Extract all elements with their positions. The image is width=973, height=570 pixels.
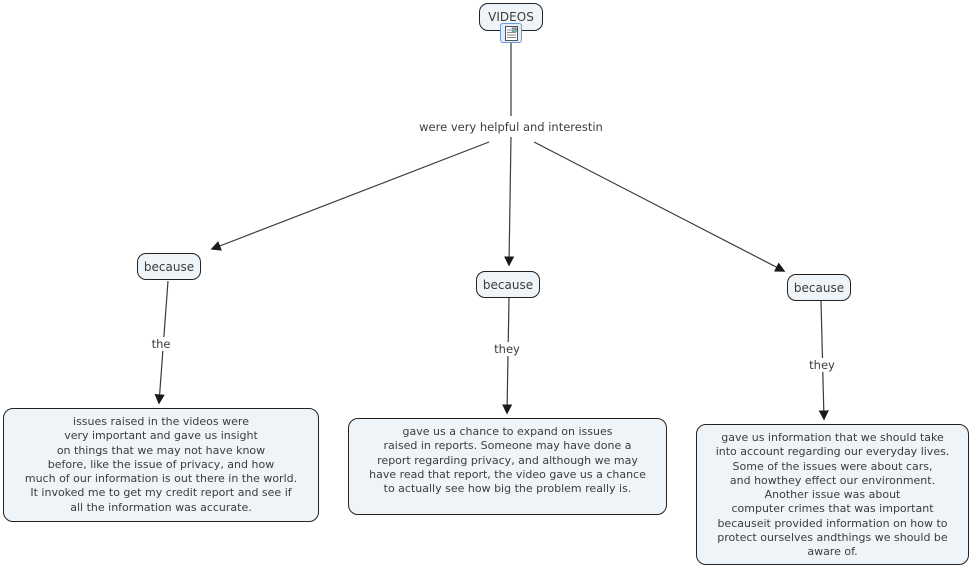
linking-phrase-main[interactable]: were very helpful and interestin: [411, 120, 611, 134]
edge-link-to-because-2: [504, 136, 515, 267]
linking-node-label: because: [793, 280, 845, 295]
concept-node-label: VIDEOS: [488, 10, 534, 24]
linking-node-label: because: [143, 259, 195, 274]
edge-label-text: they: [809, 358, 835, 372]
edge-link-to-because-1: [210, 141, 490, 251]
edge-label-the[interactable]: the: [145, 337, 177, 351]
edge-label-they-1[interactable]: they: [489, 342, 525, 356]
document-with-image-icon: [504, 25, 518, 41]
edge-label-they-2[interactable]: they: [804, 358, 840, 372]
linking-phrase-label: were very helpful and interestin: [419, 120, 603, 134]
statement-box-right[interactable]: gave us information that we should take …: [696, 424, 969, 565]
statement-box-middle[interactable]: gave us a chance to expand on issues rai…: [348, 418, 667, 515]
linking-node-because-1[interactable]: because: [137, 253, 201, 280]
linking-node-because-3[interactable]: because: [787, 274, 851, 301]
attached-resource-icon[interactable]: [500, 23, 522, 43]
edge-link-to-because-3: [533, 141, 786, 272]
linking-node-because-2[interactable]: because: [476, 271, 540, 298]
linking-node-label: because: [482, 277, 534, 292]
edge-label-text: the: [151, 337, 171, 351]
edge-label-text: they: [494, 342, 520, 356]
statement-box-left[interactable]: issues raised in the videos were very im…: [3, 408, 319, 522]
statement-text: gave us information that we should take …: [715, 431, 950, 559]
statement-text: issues raised in the videos were very im…: [24, 415, 298, 514]
statement-text: gave us a chance to expand on issues rai…: [369, 425, 646, 496]
